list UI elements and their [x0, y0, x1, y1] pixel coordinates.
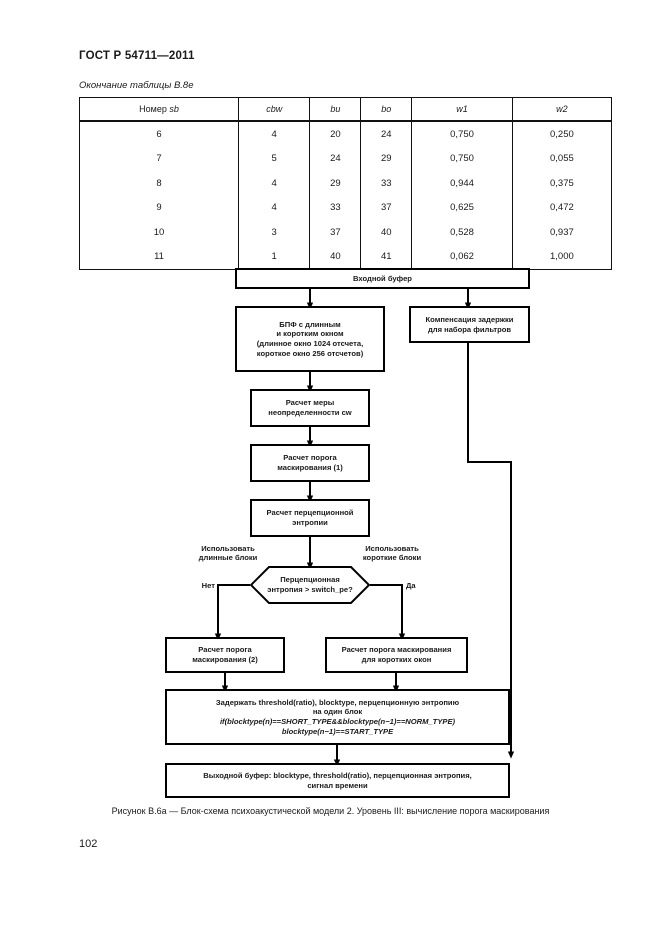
table-cell: 20 [309, 121, 362, 147]
table-cell: 0,375 [550, 177, 574, 189]
table-cell: 41 [360, 244, 413, 269]
page-number: 102 [79, 838, 98, 850]
table-cell: 0,055 [550, 153, 574, 165]
table-cell: 3 [238, 220, 311, 245]
node-delay-block-line2: на один блок [312, 707, 363, 717]
label-use-long-blocks-line1: Использовать [201, 544, 255, 553]
node-delay-block-line4: blocktype(n−1)==START_TYPE [281, 726, 394, 736]
table-cell: 7 [80, 146, 240, 171]
table-header-cell-2: bu [309, 98, 362, 122]
node-fft-line1: БПФ с длинным [279, 319, 341, 329]
node-decision: Перцепционная энтропия > switch_pe? [250, 566, 370, 604]
node-output-buffer-line1: Выходной буфер: blocktype, threshold(rat… [203, 770, 472, 780]
node-fft-line4: короткое окно 256 отсчетов) [256, 348, 364, 358]
table-cell: 37 [309, 220, 362, 245]
node-delay-compensation-line1: Компенсация задержки [425, 314, 514, 324]
table-cell: 40 [309, 244, 362, 269]
node-perceptual-entropy-line1: Расчет перцепционной [266, 508, 354, 518]
node-delay-compensation: Компенсация задержки для набора фильтров [409, 306, 530, 343]
node-masking-threshold-short: Расчет порога маскирования для коротких … [325, 637, 468, 673]
table-cell: 4 [238, 121, 311, 147]
table-caption: Окончание таблицы В.8е [79, 80, 194, 91]
node-unpredictability-line2: неопределенности cw [268, 408, 352, 417]
node-unpredictability-line1: Расчет меры [285, 398, 335, 408]
table-cell: 0,250 [550, 128, 574, 140]
node-masking-threshold-1-line2: маскирования (1) [277, 463, 343, 472]
table-header-cell-1: cbw [238, 98, 311, 122]
table-cell: 40 [360, 220, 413, 245]
table-cell: 6 [80, 121, 240, 147]
node-perceptual-entropy: Расчет перцепционной энтропии [250, 499, 370, 537]
table-cell: 8 [80, 171, 240, 196]
node-masking-threshold-1-line1: Расчет порога [283, 453, 337, 463]
node-fft: БПФ с длинным и коротким окном (длинное … [235, 306, 385, 372]
table-row: 11 1 40 41 0,062 1,000 [80, 244, 611, 269]
node-perceptual-entropy-line2: энтропии [292, 518, 328, 527]
flowchart-connectors [214, 289, 515, 767]
flowchart-diagram: Входной буфер БПФ с длинным и коротким о… [0, 255, 661, 815]
table-row: 7 5 24 29 0,750 0,055 [80, 146, 611, 171]
table-cell: 4 [238, 195, 311, 220]
node-delay-block: Задержать threshold(ratio), blocktype, п… [165, 689, 510, 745]
table-row: 10 3 37 40 0,528 0,937 [80, 220, 611, 245]
table-cell: 0,062 [411, 244, 513, 269]
table-cell: 0,937 [550, 226, 574, 238]
table-header-row: Номер sb cbw bu bo w1 w2 [80, 98, 611, 122]
node-output-buffer-line2: сигнал времени [307, 780, 368, 790]
table-cell: 29 [360, 146, 413, 171]
table-row: 8 4 29 33 0,944 0,375 [80, 171, 611, 196]
table-header-cell-4: w1 [411, 98, 513, 122]
table-cell: 33 [309, 195, 362, 220]
table-header-cell-5: w2 [512, 98, 611, 122]
table-cell: 0,944 [411, 171, 513, 196]
table-cell: 24 [309, 146, 362, 171]
node-masking-threshold-2: Расчет порога маскирования (2) [165, 637, 285, 673]
node-fft-line3: (длинное окно 1024 отсчета, [256, 339, 364, 348]
table-cell: 0,472 [550, 202, 574, 214]
table-b8e: Номер sb cbw bu bo w1 w2 6 4 20 24 0,750… [79, 97, 612, 270]
node-fft-line2: и коротким окном [276, 329, 344, 339]
table-cell: 9 [80, 195, 240, 220]
node-masking-threshold-2-line1: Расчет порога [198, 645, 252, 655]
node-masking-threshold-short-line1: Расчет порога маскирования [341, 645, 452, 655]
table-cell: 0,528 [411, 220, 513, 245]
node-delay-block-line3: if(blocktype(n)==SHORT_TYPE&&blocktype(n… [219, 717, 456, 726]
table-row: 9 4 33 37 0,625 0,472 [80, 195, 611, 220]
label-use-short-blocks-line1: Использовать [365, 544, 419, 553]
node-unpredictability: Расчет меры неопределенности cw [250, 389, 370, 427]
table-row: 6 4 20 24 0,750 0,250 [80, 121, 611, 147]
node-output-buffer: Выходной буфер: blocktype, threshold(rat… [165, 763, 510, 798]
node-delay-block-line1: Задержать threshold(ratio), blocktype, п… [215, 697, 460, 707]
node-masking-threshold-2-line2: маскирования (2) [192, 655, 258, 664]
table-cell: 4 [238, 171, 311, 196]
table-header-cell-0: Номер sb [80, 98, 240, 122]
table-header-cell-3: bo [360, 98, 413, 122]
node-masking-threshold-1: Расчет порога маскирования (1) [250, 444, 370, 482]
table-cell: 11 [80, 244, 240, 269]
table-cell: 10 [80, 220, 240, 245]
standard-header: ГОСТ Р 54711—2011 [79, 50, 195, 62]
table-cell: 0,750 [411, 121, 513, 147]
table-cell: 29 [309, 171, 362, 196]
label-branch-yes: Да [406, 581, 416, 590]
label-branch-no: Нет [201, 581, 215, 590]
node-input-buffer: Входной буфер [235, 268, 530, 289]
label-use-long-blocks: Использовать длинные блоки [176, 544, 280, 563]
node-input-buffer-label: Входной буфер [353, 273, 412, 283]
table-cell: 0,750 [411, 146, 513, 171]
label-use-short-blocks-line2: короткие блоки [362, 553, 422, 563]
table-cell: 1 [238, 244, 311, 269]
table-cell: 24 [360, 121, 413, 147]
table-cell: 37 [360, 195, 413, 220]
figure-caption: Рисунок В.6а — Блок-схема психоакустичес… [111, 806, 550, 816]
node-delay-compensation-line2: для набора фильтров [427, 324, 512, 334]
table-cell: 0,625 [411, 195, 513, 220]
table-cell: 33 [360, 171, 413, 196]
table-cell: 5 [238, 146, 311, 171]
label-use-short-blocks: Использовать короткие блоки [340, 544, 444, 563]
label-use-long-blocks-line2: длинные блоки [198, 553, 258, 563]
decision-hexagon-shape [250, 566, 370, 604]
table-cell: 1,000 [550, 251, 574, 263]
node-masking-threshold-short-line2: для коротких окон [361, 655, 432, 664]
